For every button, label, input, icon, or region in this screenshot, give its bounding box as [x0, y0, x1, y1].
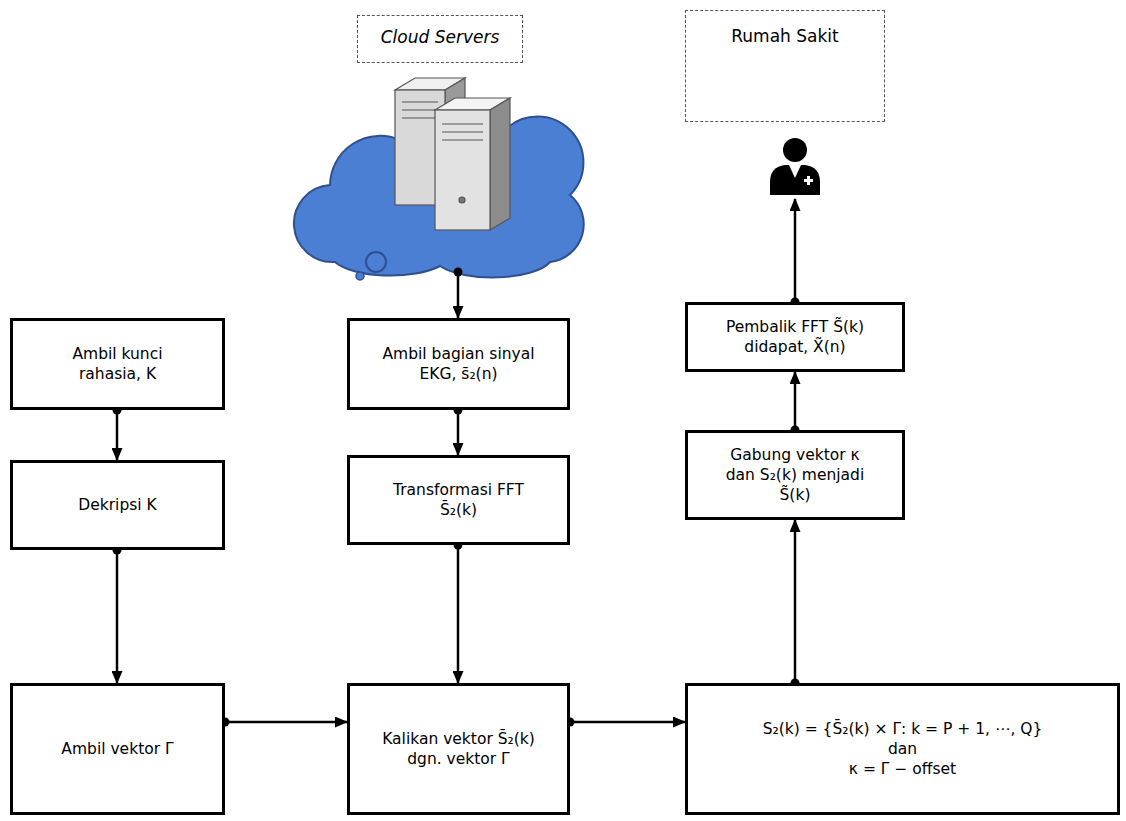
box-content: Kalikan vektor S̄₂(k) dgn. vektor Γ — [379, 729, 539, 769]
box-content: Transformasi FFT S̄₂(k) — [381, 480, 536, 520]
cloud-curl — [366, 252, 386, 272]
flow-arrow — [457, 272, 460, 318]
flow-arrow — [225, 721, 347, 724]
box-text: Dekripsi K — [78, 495, 156, 515]
cloud-shape — [294, 106, 584, 277]
process-box: Pembalik FFT S̃(k) didapat, X̃(n) — [685, 302, 905, 372]
server-icon — [395, 78, 510, 230]
cloud-icon — [294, 106, 584, 280]
flow-arrow — [457, 410, 460, 455]
process-box: Gabung vektor κ dan S₂(k) menjadi S̃(k) — [685, 430, 905, 520]
hospital-label: Rumah Sakit — [685, 10, 885, 122]
box-text: κ = Γ − offset — [763, 759, 1043, 779]
box-content: Dekripsi K — [78, 495, 156, 515]
hospital-group: Rumah Sakit — [685, 10, 885, 199]
cloud-label: Cloud Servers — [357, 15, 523, 63]
flow-arrow — [116, 550, 119, 683]
box-text: Ambil bagian sinyal EKG, s̄₂(n) — [374, 344, 544, 384]
box-text: Ambil vektor Γ — [61, 739, 173, 759]
cloud-servers-group: Cloud Servers — [300, 12, 580, 272]
group-label: Rumah Sakit — [692, 25, 878, 47]
box-content: Ambil bagian sinyal EKG, s̄₂(n) — [374, 344, 544, 384]
process-box: Dekripsi K — [10, 460, 225, 550]
flow-arrow — [116, 410, 119, 460]
flow-arrow — [570, 721, 685, 724]
box-content: Ambil vektor Γ — [61, 739, 173, 759]
box-text: Gabung vektor κ dan S₂(k) menjadi S̃(k) — [718, 445, 873, 505]
box-content: Ambil kunci rahasia, K — [55, 344, 180, 384]
group-label: Cloud Servers — [364, 26, 516, 48]
box-content: Pembalik FFT S̃(k) didapat, X̃(n) — [708, 317, 883, 357]
flow-arrow — [794, 372, 797, 430]
process-box: Transformasi FFT S̄₂(k) — [347, 455, 570, 545]
process-box: Ambil bagian sinyal EKG, s̄₂(n) — [347, 318, 570, 410]
cloud-curl — [356, 272, 364, 280]
box-text: Pembalik FFT S̃(k) didapat, X̃(n) — [708, 317, 883, 357]
doctor-icon — [770, 138, 820, 195]
box-content: S₂(k) = {S̄₂(k) × Γ: k = P + 1, ⋯, Q}dan… — [763, 719, 1043, 779]
process-box: Ambil vektor Γ — [10, 683, 225, 815]
flow-arrow — [457, 545, 460, 683]
process-box: Ambil kunci rahasia, K — [10, 318, 225, 410]
box-text: S₂(k) = {S̄₂(k) × Γ: k = P + 1, ⋯, Q} — [763, 719, 1043, 739]
process-box: S₂(k) = {S̄₂(k) × Γ: k = P + 1, ⋯, Q}dan… — [685, 683, 1120, 815]
box-text: Transformasi FFT S̄₂(k) — [381, 480, 536, 520]
flow-arrow — [794, 520, 797, 683]
box-text: Ambil kunci rahasia, K — [55, 344, 180, 384]
box-text: dan — [763, 739, 1043, 759]
process-box: Kalikan vektor S̄₂(k) dgn. vektor Γ — [347, 683, 570, 815]
flow-arrow — [794, 199, 797, 302]
connector-dot — [454, 268, 463, 277]
box-content: Gabung vektor κ dan S₂(k) menjadi S̃(k) — [718, 445, 873, 505]
box-text: Kalikan vektor S̄₂(k) dgn. vektor Γ — [379, 729, 539, 769]
